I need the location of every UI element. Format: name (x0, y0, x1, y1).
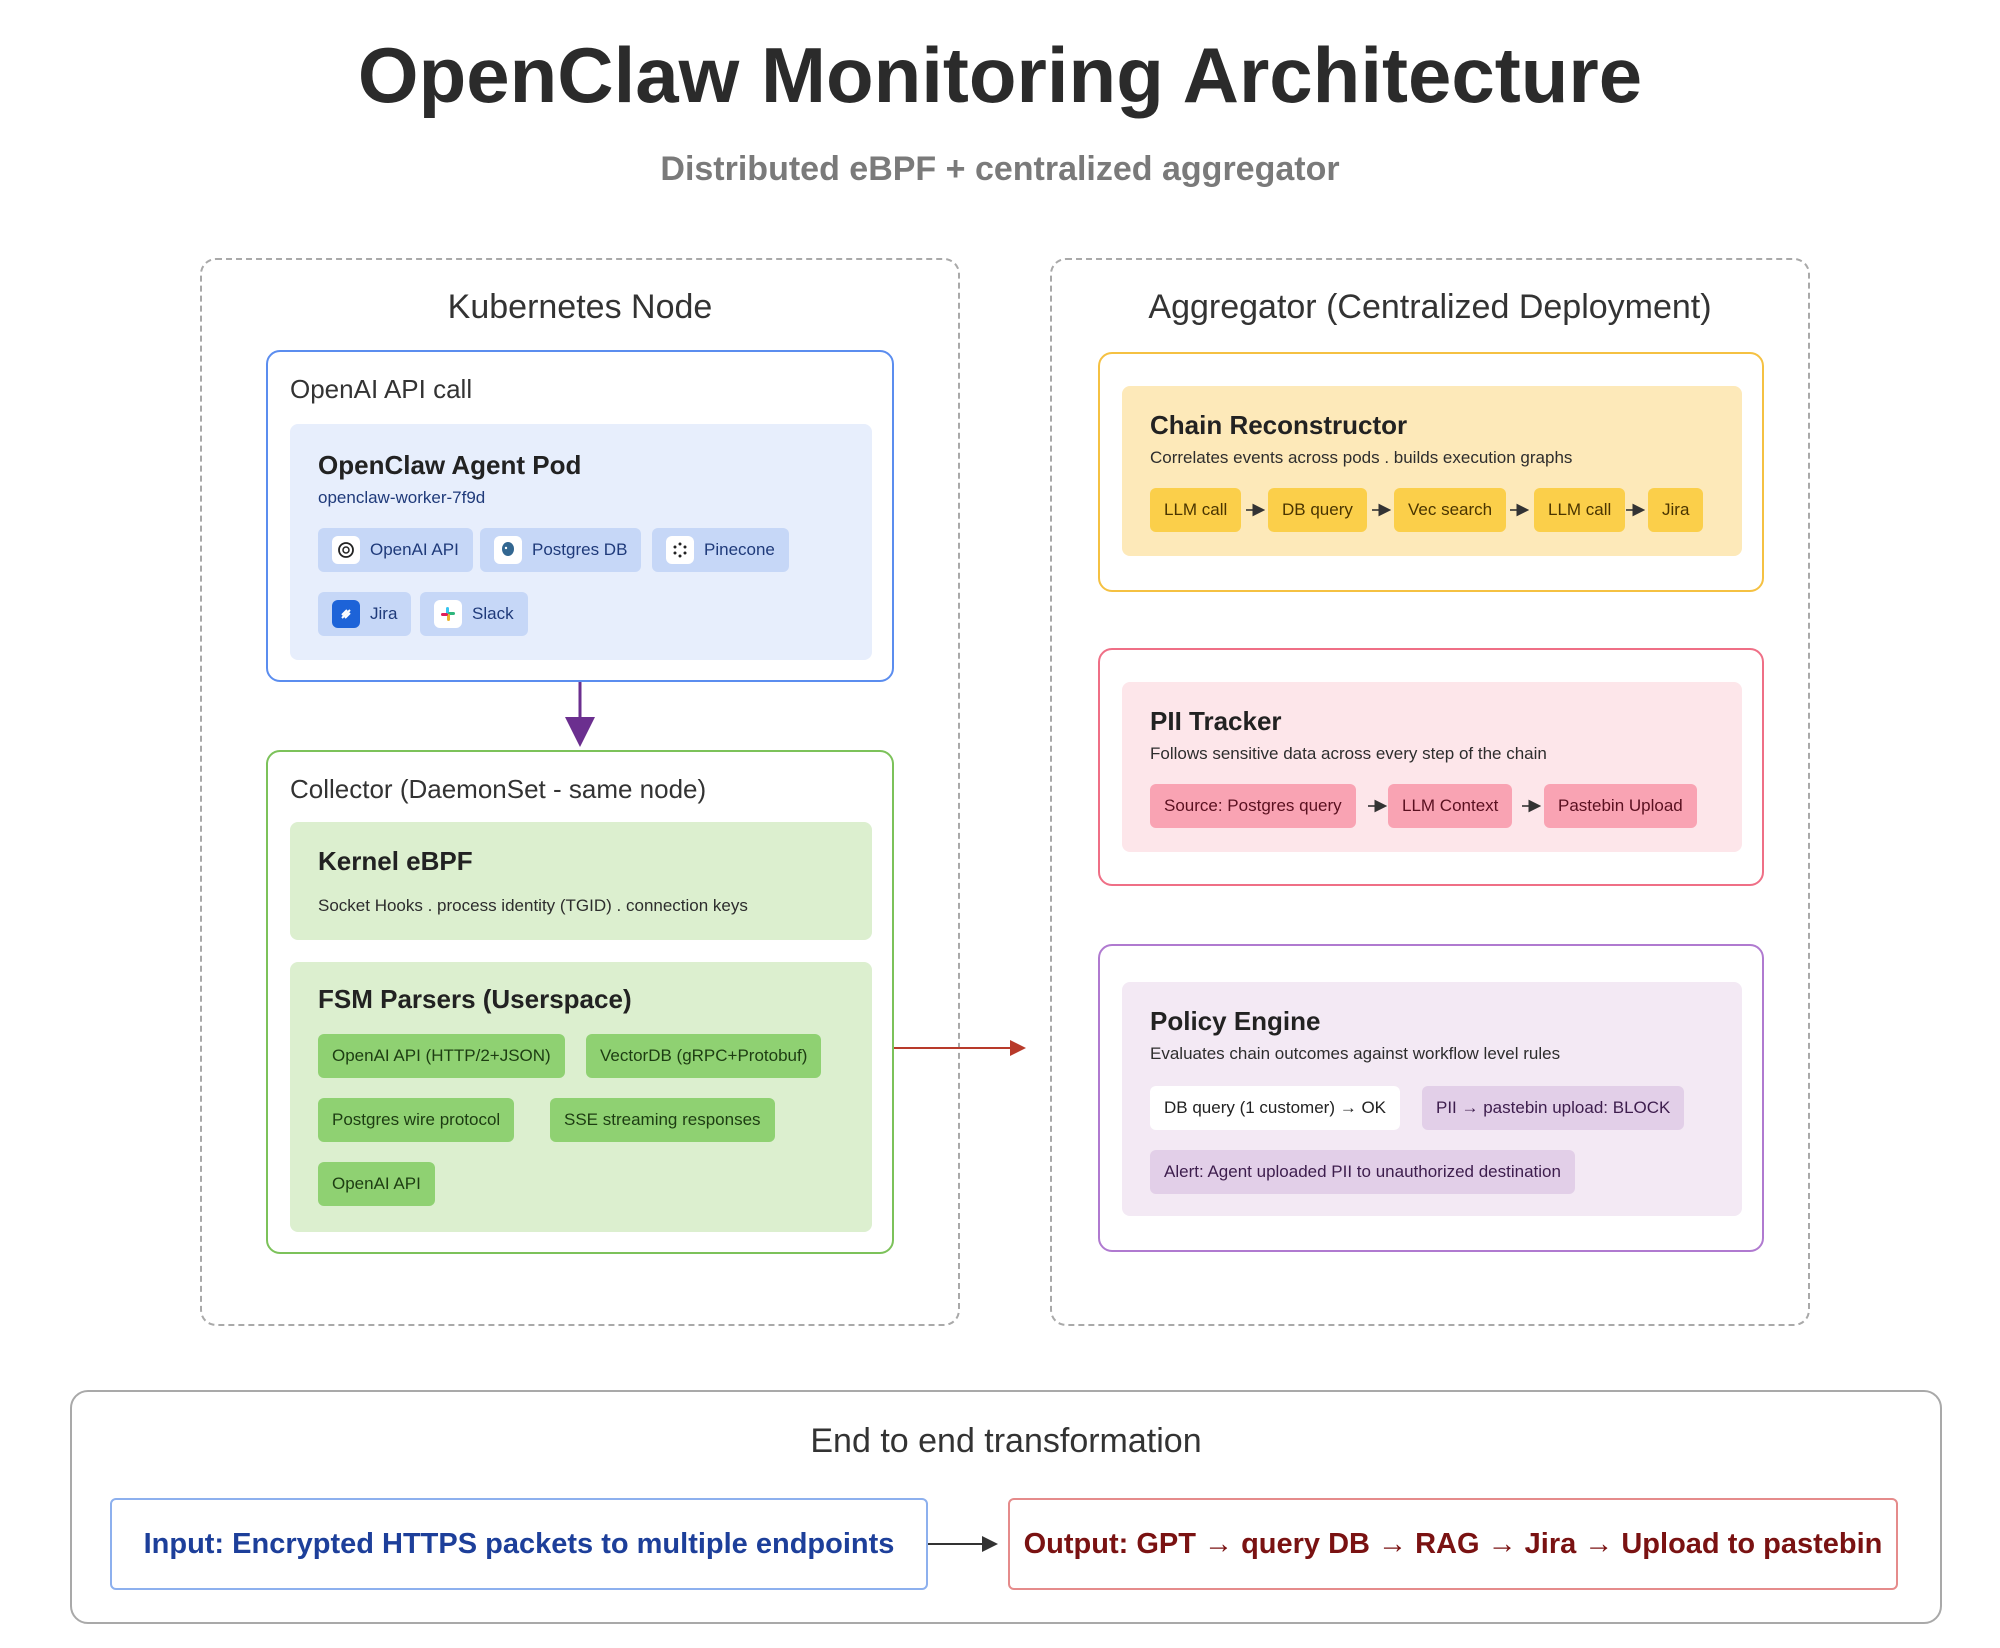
kernel-ebpf-desc: Socket Hooks . process identity (TGID) .… (318, 896, 748, 915)
end-to-end-title: End to end transformation (810, 1422, 1202, 1460)
openai-icon (332, 536, 360, 564)
pinecone-icon (666, 536, 694, 564)
output-box: Output: GPT → query DB → RAG → Jira → Up… (1008, 1498, 1898, 1590)
chain-reconstructor-panel: Chain Reconstructor Correlates events ac… (1122, 386, 1742, 556)
chain-step: DB query (1268, 488, 1367, 532)
chain-step: Vec search (1394, 488, 1507, 532)
chain-step: LLM call (1534, 488, 1626, 532)
postgres-icon (494, 536, 522, 564)
aggregator-region: Aggregator (Centralized Deployment) (1050, 258, 1810, 1326)
service-label: Jira (370, 604, 398, 623)
service-chip-pinecone: Pinecone (652, 528, 789, 572)
pii-tracker-box: PII Tracker Follows sensitive data acros… (1098, 648, 1764, 886)
page-title: OpenClaw Monitoring Architecture (357, 31, 1643, 119)
service-chip-slack: Slack (420, 592, 528, 636)
pii-tracker-desc: Follows sensitive data across every step… (1150, 744, 1547, 763)
page-subtitle: Distributed eBPF + centralized aggregato… (660, 150, 1340, 188)
parser-chip: Postgres wire protocol (318, 1098, 515, 1142)
service-label: Pinecone (704, 540, 775, 559)
pii-step: Pastebin Upload (1544, 784, 1697, 828)
policy-engine-title: Policy Engine (1150, 1006, 1321, 1036)
fsm-parsers-title: FSM Parsers (Userspace) (318, 984, 632, 1014)
slack-icon (434, 600, 462, 628)
pii-tracker-title: PII Tracker (1150, 706, 1282, 736)
openai-api-call-label: OpenAI API call (290, 374, 473, 404)
kubernetes-node-title: Kubernetes Node (447, 288, 713, 326)
parser-chip: VectorDB (gRPC+Protobuf) (586, 1034, 822, 1078)
service-label: OpenAI API (370, 540, 459, 559)
pii-step: Source: Postgres query (1150, 784, 1356, 828)
policy-alert: Alert: Agent uploaded PII to unauthorize… (1150, 1150, 1575, 1194)
aggregator-title: Aggregator (Centralized Deployment) (1148, 288, 1712, 326)
chain-reconstructor-box: Chain Reconstructor Correlates events ac… (1098, 352, 1764, 592)
pii-step: LLM Context (1388, 784, 1513, 828)
fsm-parsers-panel: FSM Parsers (Userspace) OpenAI API (HTTP… (290, 962, 872, 1232)
chain-step: LLM call (1150, 488, 1242, 532)
policy-engine-panel: Policy Engine Evaluates chain outcomes a… (1122, 982, 1742, 1216)
policy-engine-box: Policy Engine Evaluates chain outcomes a… (1098, 944, 1764, 1252)
service-label: Slack (472, 604, 514, 623)
pii-tracker-panel: PII Tracker Follows sensitive data acros… (1122, 682, 1742, 852)
policy-rule-ok: DB query (1 customer) → OK (1150, 1086, 1401, 1130)
collector-box: Collector (DaemonSet - same node) Kernel… (266, 750, 894, 1254)
agent-pod-panel: OpenClaw Agent Pod openclaw-worker-7f9d … (290, 424, 872, 660)
parser-chip: OpenAI API (HTTP/2+JSON) (318, 1034, 565, 1078)
service-chip-openai: OpenAI API (318, 528, 473, 572)
collector-label: Collector (DaemonSet - same node) (290, 774, 707, 804)
chain-step: Jira (1648, 488, 1704, 532)
input-box: Input: Encrypted HTTPS packets to multip… (110, 1498, 928, 1590)
jira-icon (332, 600, 360, 628)
chain-reconstructor-title: Chain Reconstructor (1150, 410, 1408, 440)
agent-pod-subtitle: openclaw-worker-7f9d (318, 488, 486, 507)
end-to-end-region: End to end transformation (70, 1390, 1942, 1624)
parser-chip: OpenAI API (318, 1162, 435, 1206)
parser-chip: SSE streaming responses (550, 1098, 775, 1142)
openai-api-call-box: OpenAI API call OpenClaw Agent Pod openc… (266, 350, 894, 682)
kernel-ebpf-panel: Kernel eBPF Socket Hooks . process ident… (290, 822, 872, 940)
policy-rule-block: PII → pastebin upload: BLOCK (1422, 1086, 1685, 1130)
service-label: Postgres DB (532, 540, 628, 559)
kubernetes-node-region: Kubernetes Node (200, 258, 960, 1326)
service-chip-jira: Jira (318, 592, 412, 636)
policy-engine-desc: Evaluates chain outcomes against workflo… (1150, 1044, 1561, 1063)
kernel-ebpf-title: Kernel eBPF (318, 846, 473, 876)
service-chip-postgres: Postgres DB (480, 528, 642, 572)
chain-reconstructor-desc: Correlates events across pods . builds e… (1150, 448, 1573, 467)
agent-pod-title: OpenClaw Agent Pod (318, 450, 582, 480)
